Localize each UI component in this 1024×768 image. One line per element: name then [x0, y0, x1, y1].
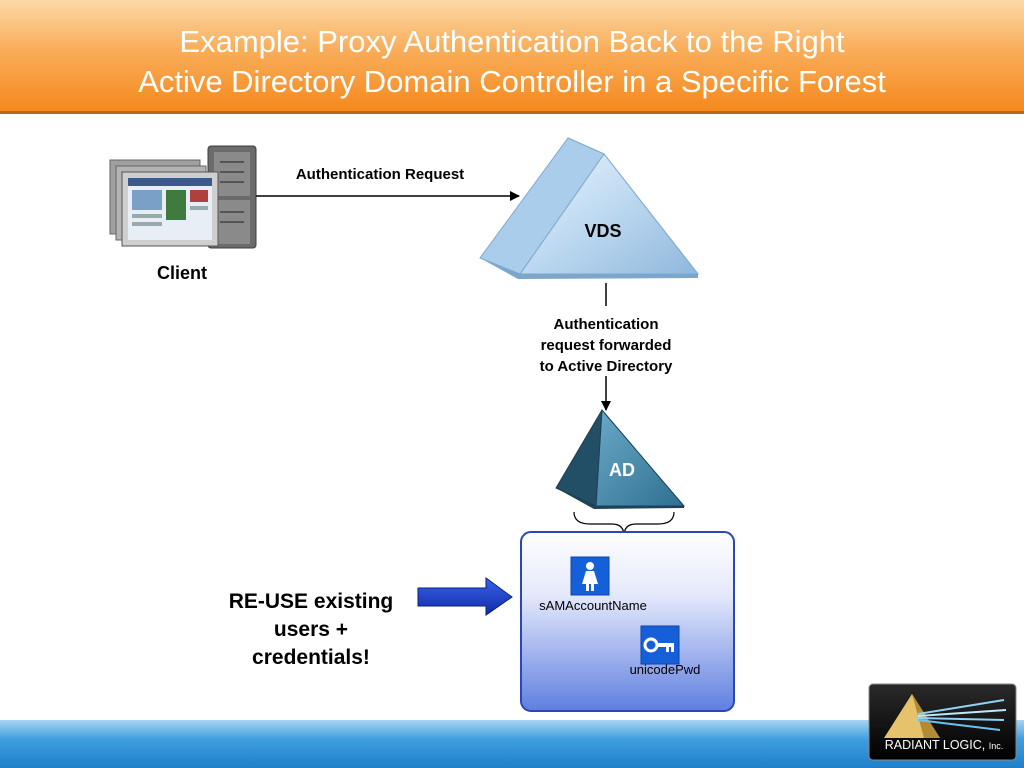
ad-shape [555, 408, 686, 509]
forwarded-line-2: request forwarded [540, 337, 672, 354]
vds-label: VDS [584, 221, 622, 241]
reuse-line-1: RE-USE existing [228, 590, 394, 613]
logo-brand: RADIANT LOGIC [884, 738, 982, 752]
radiant-logic-logo [868, 683, 1017, 761]
title-line-1: Example: Proxy Authentication Back to th… [179, 24, 845, 59]
logo-suffix: Inc. [988, 741, 1004, 751]
reuse-line-2: users + [273, 618, 349, 641]
forwarded-line-1: Authentication [553, 316, 659, 333]
forwarded-label: Authentication request forwarded to Acti… [516, 314, 696, 377]
logo-text: RADIANT LOGIC, Inc. [884, 738, 1004, 752]
reuse-arrow [417, 577, 513, 616]
title-line-2: Active Directory Domain Controller in a … [138, 64, 886, 99]
attribute-box [520, 531, 735, 712]
slide-title: Example: Proxy Authentication Back to th… [0, 22, 1024, 102]
ad-label: AD [609, 460, 635, 480]
unicodepwd-label: unicodePwd [629, 662, 701, 677]
reuse-label: RE-USE existing users + credentials! [206, 588, 416, 672]
samaccountname-label: sAMAccountName [539, 598, 647, 613]
reuse-line-3: credentials! [252, 646, 370, 669]
client-label: Client [156, 263, 207, 283]
forwarded-line-3: to Active Directory [539, 358, 673, 375]
vds-shape [479, 137, 700, 279]
person-icon [570, 556, 610, 596]
key-icon [640, 625, 680, 665]
footer-band [0, 720, 1024, 768]
auth-request-label: Authentication Request [295, 166, 465, 183]
header-banner: Example: Proxy Authentication Back to th… [0, 0, 1024, 114]
client-computer-icon [109, 145, 257, 249]
